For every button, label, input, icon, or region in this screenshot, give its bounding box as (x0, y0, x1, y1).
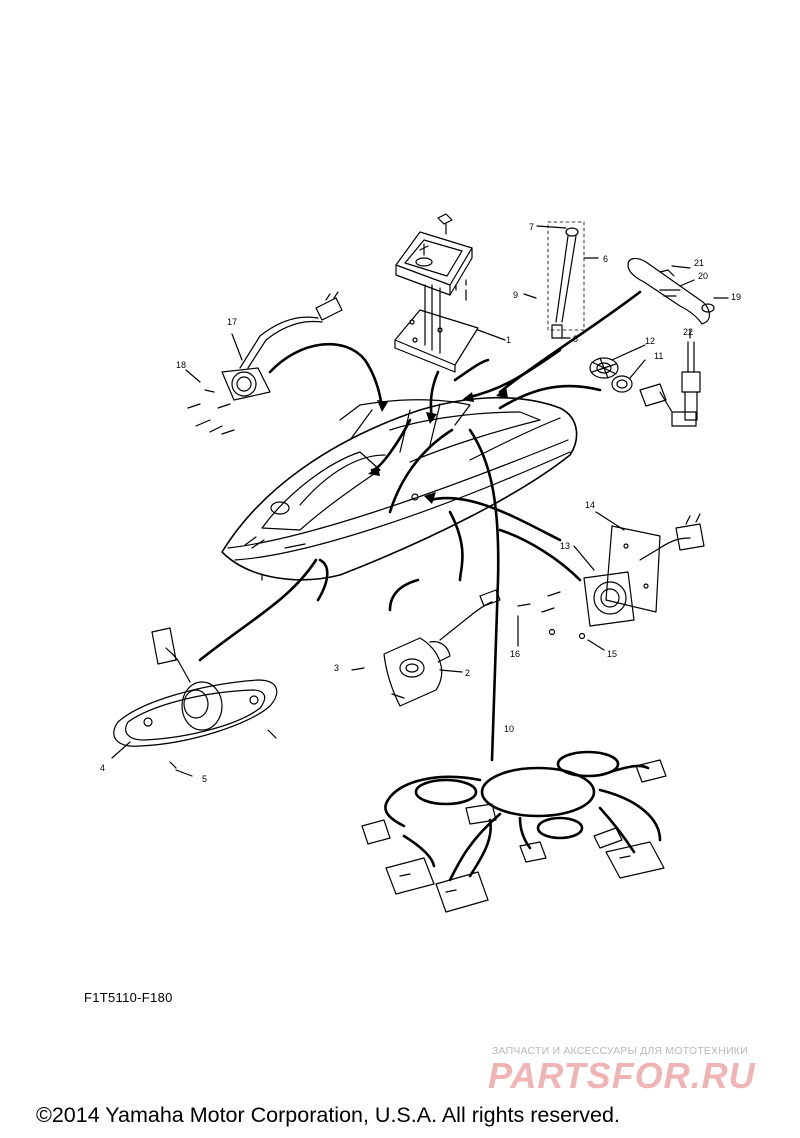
callout-6: 6 (603, 254, 608, 264)
callout-21: 21 (694, 258, 704, 268)
watermark-logo: PARTSFOR.RU (488, 1055, 756, 1096)
callout-10: 10 (504, 724, 514, 734)
callout-20: 20 (698, 271, 708, 281)
callout-3: 3 (334, 663, 339, 673)
wiring-harness-part-10 (384, 750, 662, 882)
antenna-parts-6-9 (523, 221, 599, 339)
grommet-parts-11-12 (589, 344, 646, 393)
callout-19: 19 (731, 292, 741, 302)
bracket-part-1 (394, 213, 506, 373)
callout-14: 14 (585, 500, 595, 510)
callout-22: 22 (683, 327, 693, 337)
callout-2: 2 (465, 668, 470, 678)
arrowheads (368, 386, 508, 504)
sensor-part-22 (639, 329, 701, 427)
callout-7: 7 (529, 222, 534, 232)
callout-4: 4 (100, 763, 105, 773)
light-parts-13-16 (517, 511, 705, 651)
light-parts-17-18 (185, 291, 343, 435)
diagram-code: F1T5110-F180 (84, 990, 173, 1005)
leader-lines (198, 290, 642, 762)
watermark-tagline: ЗАПЧАСТИ И АКСЕССУАРЫ ДЛЯ МОТОТЕХНИКИ (492, 1045, 748, 1057)
callout-15: 15 (607, 649, 617, 659)
harness-connectors (361, 759, 667, 913)
light-parts-4-5 (111, 627, 278, 777)
callout-17: 17 (227, 317, 237, 327)
callout-1: 1 (506, 335, 511, 345)
light-parts-2-3 (351, 589, 501, 707)
callout-12: 12 (645, 336, 655, 346)
callout-9: 9 (513, 290, 518, 300)
callout-8: 8 (573, 334, 578, 344)
callout-11: 11 (654, 351, 663, 361)
callout-5: 5 (202, 774, 207, 784)
handrail-parts-19-21 (627, 257, 729, 325)
callout-16: 16 (510, 649, 520, 659)
copyright-notice: ©2014 Yamaha Motor Corporation, U.S.A. A… (36, 1103, 620, 1127)
callout-18: 18 (176, 360, 186, 370)
callout-labels: 1 2 3 4 5 6 7 8 9 10 11 12 13 14 15 16 1… (100, 222, 741, 784)
boat-hull (221, 396, 578, 581)
callout-13: 13 (560, 541, 570, 551)
